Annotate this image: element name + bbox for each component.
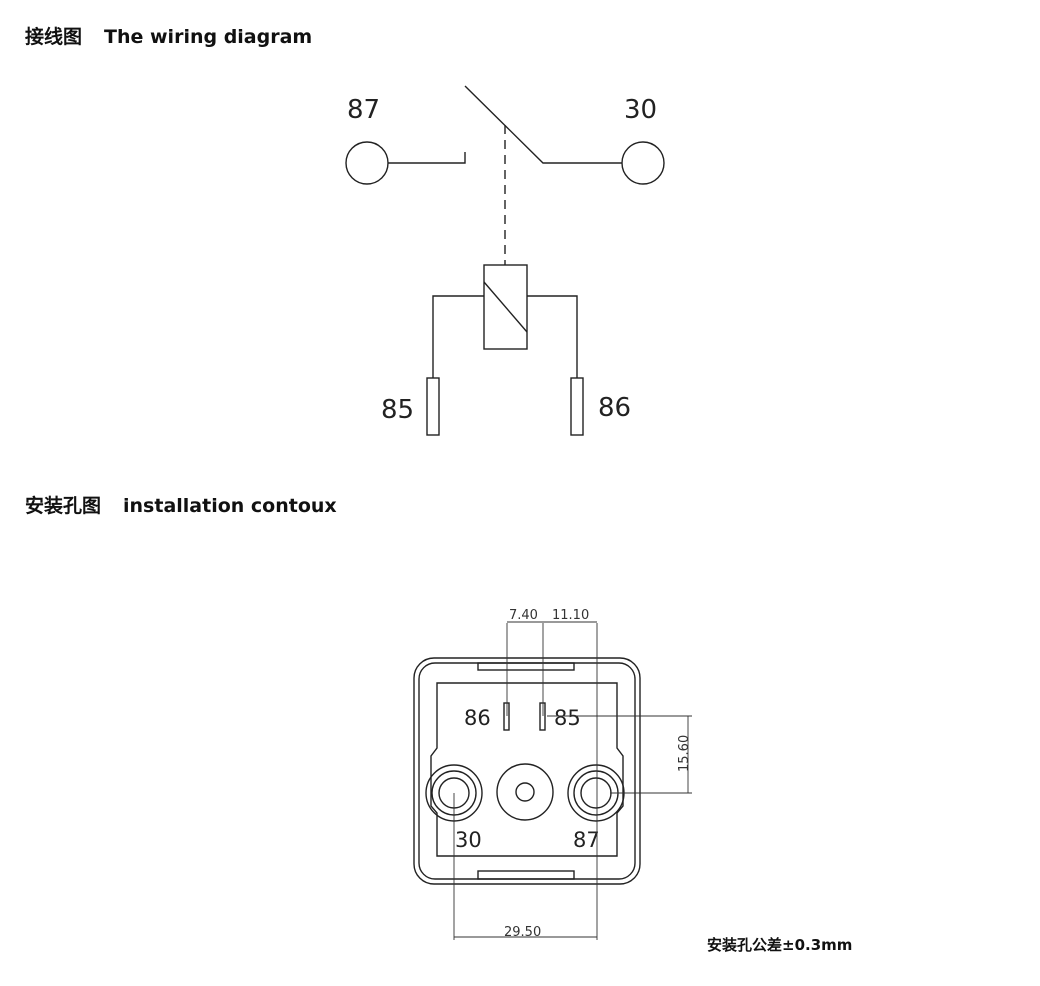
hole-tolerance-note: 安装孔公差±0.3mm [707, 936, 853, 954]
dimension-right: 15.60 [547, 715, 692, 794]
housing-outer [413, 657, 641, 885]
wiring-heading-cn: 接线图 [25, 26, 83, 48]
dim-11-10: 11.10 [552, 608, 589, 623]
terminal-87-circle [345, 141, 389, 185]
terminal-30-circle [621, 141, 665, 185]
pin-85-label: 85 [554, 706, 581, 730]
terminal-86-label: 86 [598, 393, 631, 423]
switch-arm [464, 85, 622, 164]
install-heading-cn: 安装孔图 [25, 495, 102, 517]
contact-87-wire [388, 152, 466, 164]
install-heading-en: installation contoux [123, 495, 337, 517]
center-stud [496, 763, 554, 821]
coil-wire-85 [432, 295, 484, 378]
dim-15-60: 15.60 [677, 735, 692, 772]
dimension-top: 7.40 11.10 [506, 608, 598, 793]
pin-86-label: 86 [464, 706, 491, 730]
installation-contour: 86 85 30 87 7.40 11.10 [413, 608, 692, 940]
dim-29-50: 29.50 [504, 925, 541, 940]
base-recess [430, 682, 624, 857]
terminal-30-label: 30 [624, 95, 657, 125]
wiring-diagram: 87 30 85 86 [345, 85, 665, 436]
wiring-heading-en: The wiring diagram [104, 26, 313, 48]
pin-87-label: 87 [573, 828, 600, 852]
bottom-tab [477, 870, 575, 880]
pin-30-label: 30 [455, 828, 482, 852]
terminal-85-label: 85 [381, 395, 414, 425]
installation-contour-heading: 安装孔图 installation contoux [25, 491, 337, 518]
coil-wire-86 [527, 295, 578, 378]
wiring-diagram-heading: 接线图 The wiring diagram [25, 22, 312, 49]
dimension-bottom: 29.50 [453, 793, 598, 940]
coil-diagonal [483, 281, 528, 333]
terminal-85-blade [426, 377, 440, 436]
pin-85-slot [539, 702, 546, 731]
pin-86-slot [503, 702, 510, 731]
top-tab [477, 662, 575, 671]
terminal-86-blade [570, 377, 584, 436]
terminal-87-label: 87 [347, 95, 380, 125]
coil-box [483, 264, 528, 350]
dim-7-40: 7.40 [509, 608, 538, 623]
